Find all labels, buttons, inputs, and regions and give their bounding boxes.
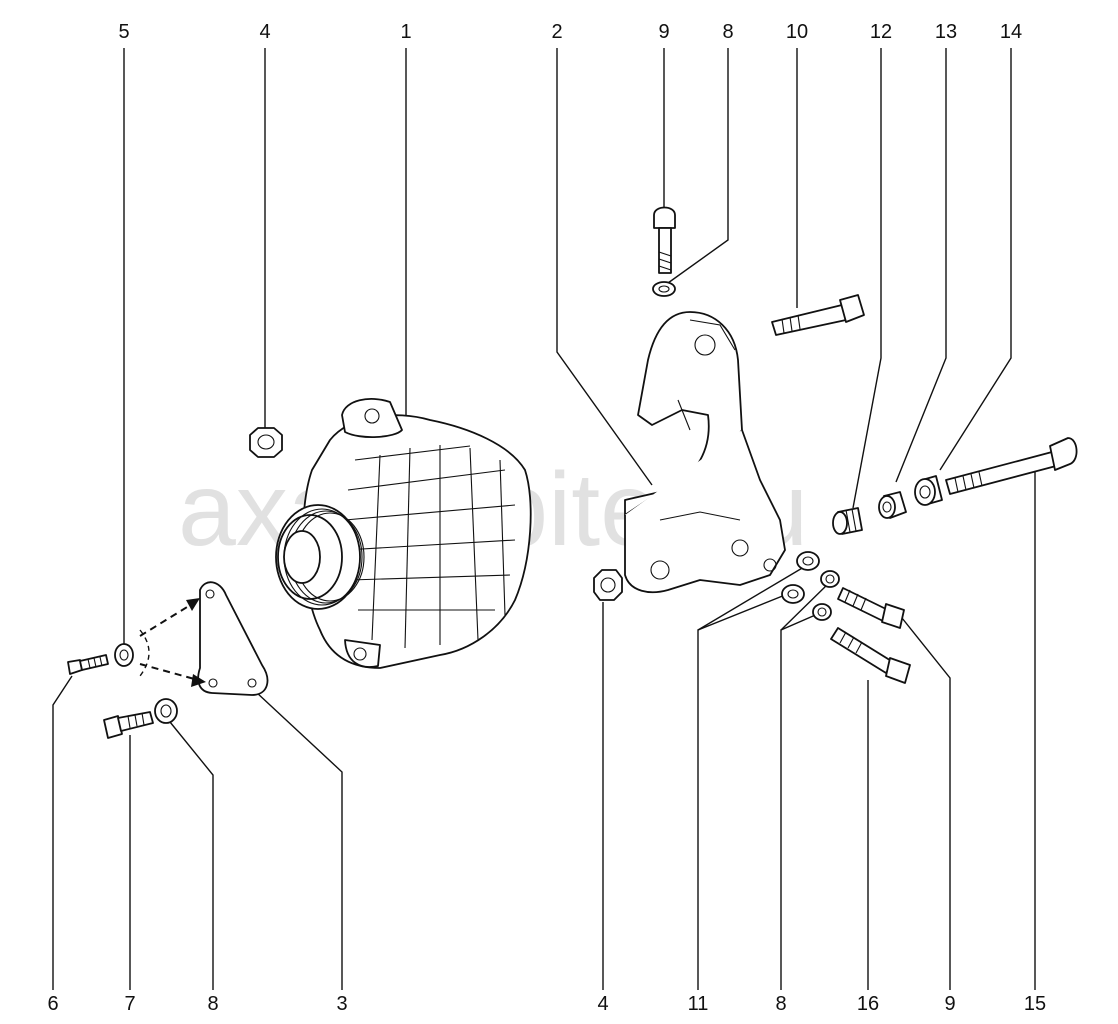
callout-label-8: 8 bbox=[722, 21, 733, 43]
leader-2 bbox=[556, 48, 653, 486]
washer-8-top bbox=[652, 281, 676, 297]
callout-label-8-left: 8 bbox=[207, 993, 218, 1015]
flange-nut-bottom bbox=[593, 569, 623, 601]
leader-11b bbox=[697, 566, 805, 631]
leader-6 bbox=[52, 675, 73, 990]
leader-8-right-a bbox=[780, 612, 821, 990]
callout-label-6: 6 bbox=[47, 993, 58, 1015]
callout-label-1: 1 bbox=[400, 21, 411, 43]
washers-11 bbox=[781, 551, 820, 604]
callout-label-14: 14 bbox=[1000, 21, 1022, 43]
callout-label-12: 12 bbox=[870, 21, 892, 43]
assembly-arrows bbox=[139, 598, 206, 687]
alternator-bracket bbox=[624, 311, 786, 594]
callout-label-8-right: 8 bbox=[775, 993, 786, 1015]
callout-label-3: 3 bbox=[336, 993, 347, 1015]
callout-label-7: 7 bbox=[124, 993, 135, 1015]
flange-nut-top bbox=[249, 427, 283, 458]
leader-14 bbox=[939, 48, 1012, 471]
callout-label-16: 16 bbox=[857, 993, 879, 1015]
bolt-9-top bbox=[653, 206, 676, 274]
leader-12 bbox=[852, 48, 882, 509]
callout-label-4-bottom: 4 bbox=[597, 993, 608, 1015]
callout-label-11: 11 bbox=[688, 993, 709, 1015]
callout-label-13: 13 bbox=[935, 21, 957, 43]
sleeve-12 bbox=[832, 507, 863, 535]
alternator bbox=[275, 398, 532, 669]
leader-11a bbox=[697, 592, 791, 990]
bolt-7 bbox=[103, 711, 154, 739]
washers-8-right bbox=[812, 570, 840, 621]
bushing-14 bbox=[914, 475, 943, 506]
callout-label-5: 5 bbox=[118, 21, 129, 43]
leader-3 bbox=[255, 691, 343, 990]
bolt-16 bbox=[830, 627, 911, 684]
callout-label-15: 15 bbox=[1024, 993, 1046, 1015]
leader-13 bbox=[895, 48, 947, 483]
bushing-13 bbox=[878, 491, 907, 519]
washer-8-left bbox=[154, 698, 178, 724]
callout-label-10: 10 bbox=[786, 21, 808, 43]
callout-label-9-bottom: 9 bbox=[944, 993, 955, 1015]
callout-label-4: 4 bbox=[259, 21, 270, 43]
washer-5 bbox=[114, 643, 134, 667]
bolt-10 bbox=[771, 294, 865, 336]
bolt-15 bbox=[945, 437, 1078, 495]
bolt-9-bottom bbox=[837, 587, 905, 629]
leader-15 bbox=[1034, 461, 1063, 990]
leader-8-right-b bbox=[780, 581, 831, 631]
mounting-plate bbox=[197, 581, 269, 696]
leader-8-top bbox=[667, 48, 729, 284]
callout-label-2: 2 bbox=[551, 21, 562, 43]
callout-label-9: 9 bbox=[658, 21, 669, 43]
leader-8-left bbox=[169, 721, 214, 990]
bolt-6 bbox=[67, 654, 109, 675]
leader-9-bottom bbox=[901, 617, 951, 990]
